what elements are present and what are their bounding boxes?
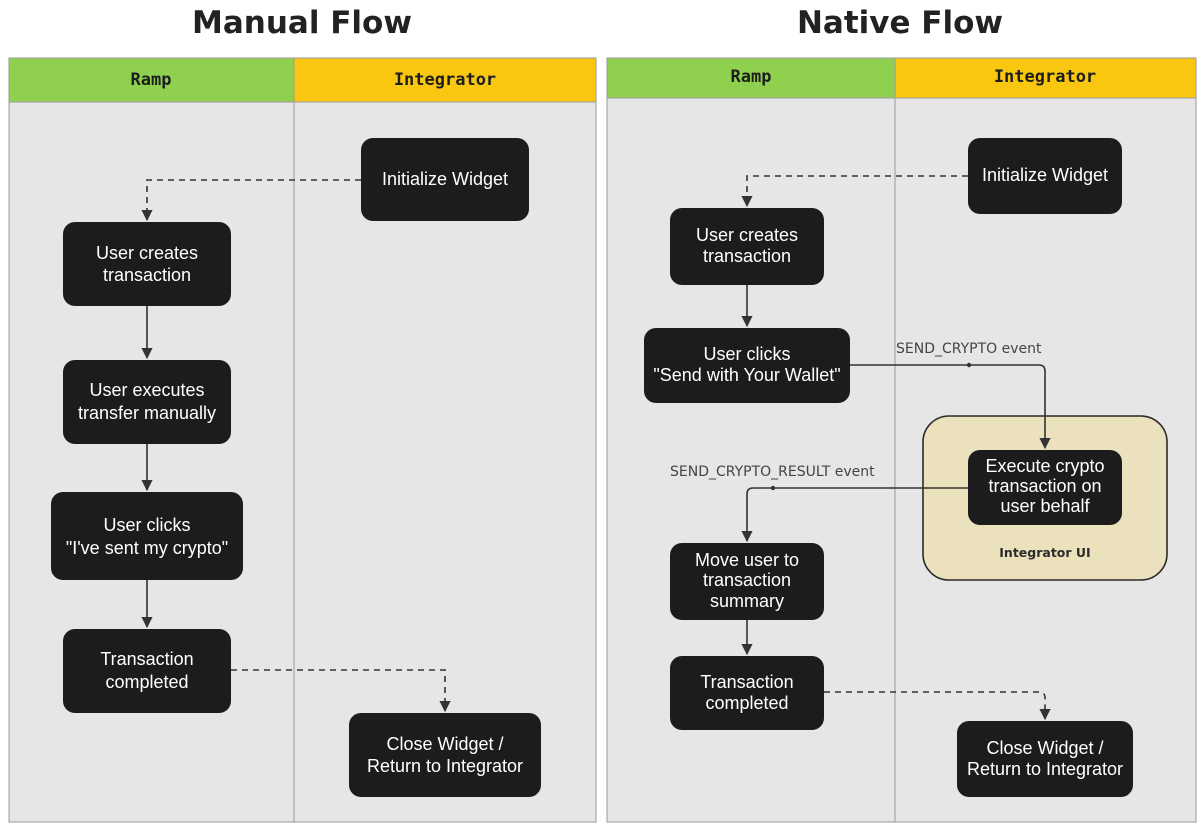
edge-label-send-crypto-result: SEND_CRYPTO_RESULT event <box>670 464 875 480</box>
manual-ramp-lane-header <box>8 57 295 103</box>
native-flow-title: Native Flow <box>797 5 1003 41</box>
edge-manual-completed-to-close <box>231 669 451 713</box>
manual-flow-title: Manual Flow <box>192 5 412 41</box>
manual-integrator-lane-header <box>293 57 597 103</box>
native-node-close-widget: Close Widget /Return to Integrator <box>957 721 1133 797</box>
manual-node-close-widget: Close Widget /Return to Integrator <box>349 713 541 797</box>
edge-native-send-crypto <box>850 364 1051 450</box>
edge-label-dot <box>770 485 776 491</box>
manual-node-initialize-widget: Initialize Widget <box>361 138 529 221</box>
edge-native-send-crypto-result <box>741 487 968 543</box>
manual-ramp-lane <box>8 101 295 823</box>
edge-native-init-to-create <box>741 175 968 208</box>
node-label: Initialize Widget <box>382 169 508 189</box>
manual-node-user-clicks-sent: User clicks"I've sent my crypto" <box>51 492 243 580</box>
manual-ramp-lane-label: Ramp <box>131 70 172 90</box>
native-ramp-lane-label: Ramp <box>731 67 772 87</box>
native-node-initialize-widget: Initialize Widget <box>968 138 1122 214</box>
node-label: Close Widget /Return to Integrator <box>967 738 1123 779</box>
manual-integrator-lane-label: Integrator <box>394 70 496 90</box>
native-integrator-lane-label: Integrator <box>994 67 1096 87</box>
node-label: User clicks"I've sent my crypto" <box>66 515 228 558</box>
edge-label-dot <box>966 362 972 368</box>
node-label: Close Widget /Return to Integrator <box>367 734 523 776</box>
edge-native-completed-to-close <box>824 691 1051 721</box>
edge-label-send-crypto: SEND_CRYPTO event <box>896 341 1042 357</box>
native-node-user-clicks-send-wallet: User clicks"Send with Your Wallet" <box>644 328 850 403</box>
manual-flow: Manual Flow Ramp Integrator Initialize W… <box>8 5 597 823</box>
node-label: User clicks"Send with Your Wallet" <box>653 344 840 385</box>
native-integrator-lane-header <box>894 57 1197 99</box>
manual-integrator-lane <box>293 101 597 823</box>
native-ramp-lane-header <box>606 57 896 99</box>
integrator-ui-label: Integrator UI <box>999 545 1090 560</box>
edge-manual-init-to-create <box>141 179 361 222</box>
node-label: Initialize Widget <box>982 165 1108 185</box>
native-flow: Native Flow Ramp Integrator Integrator U… <box>606 5 1197 823</box>
